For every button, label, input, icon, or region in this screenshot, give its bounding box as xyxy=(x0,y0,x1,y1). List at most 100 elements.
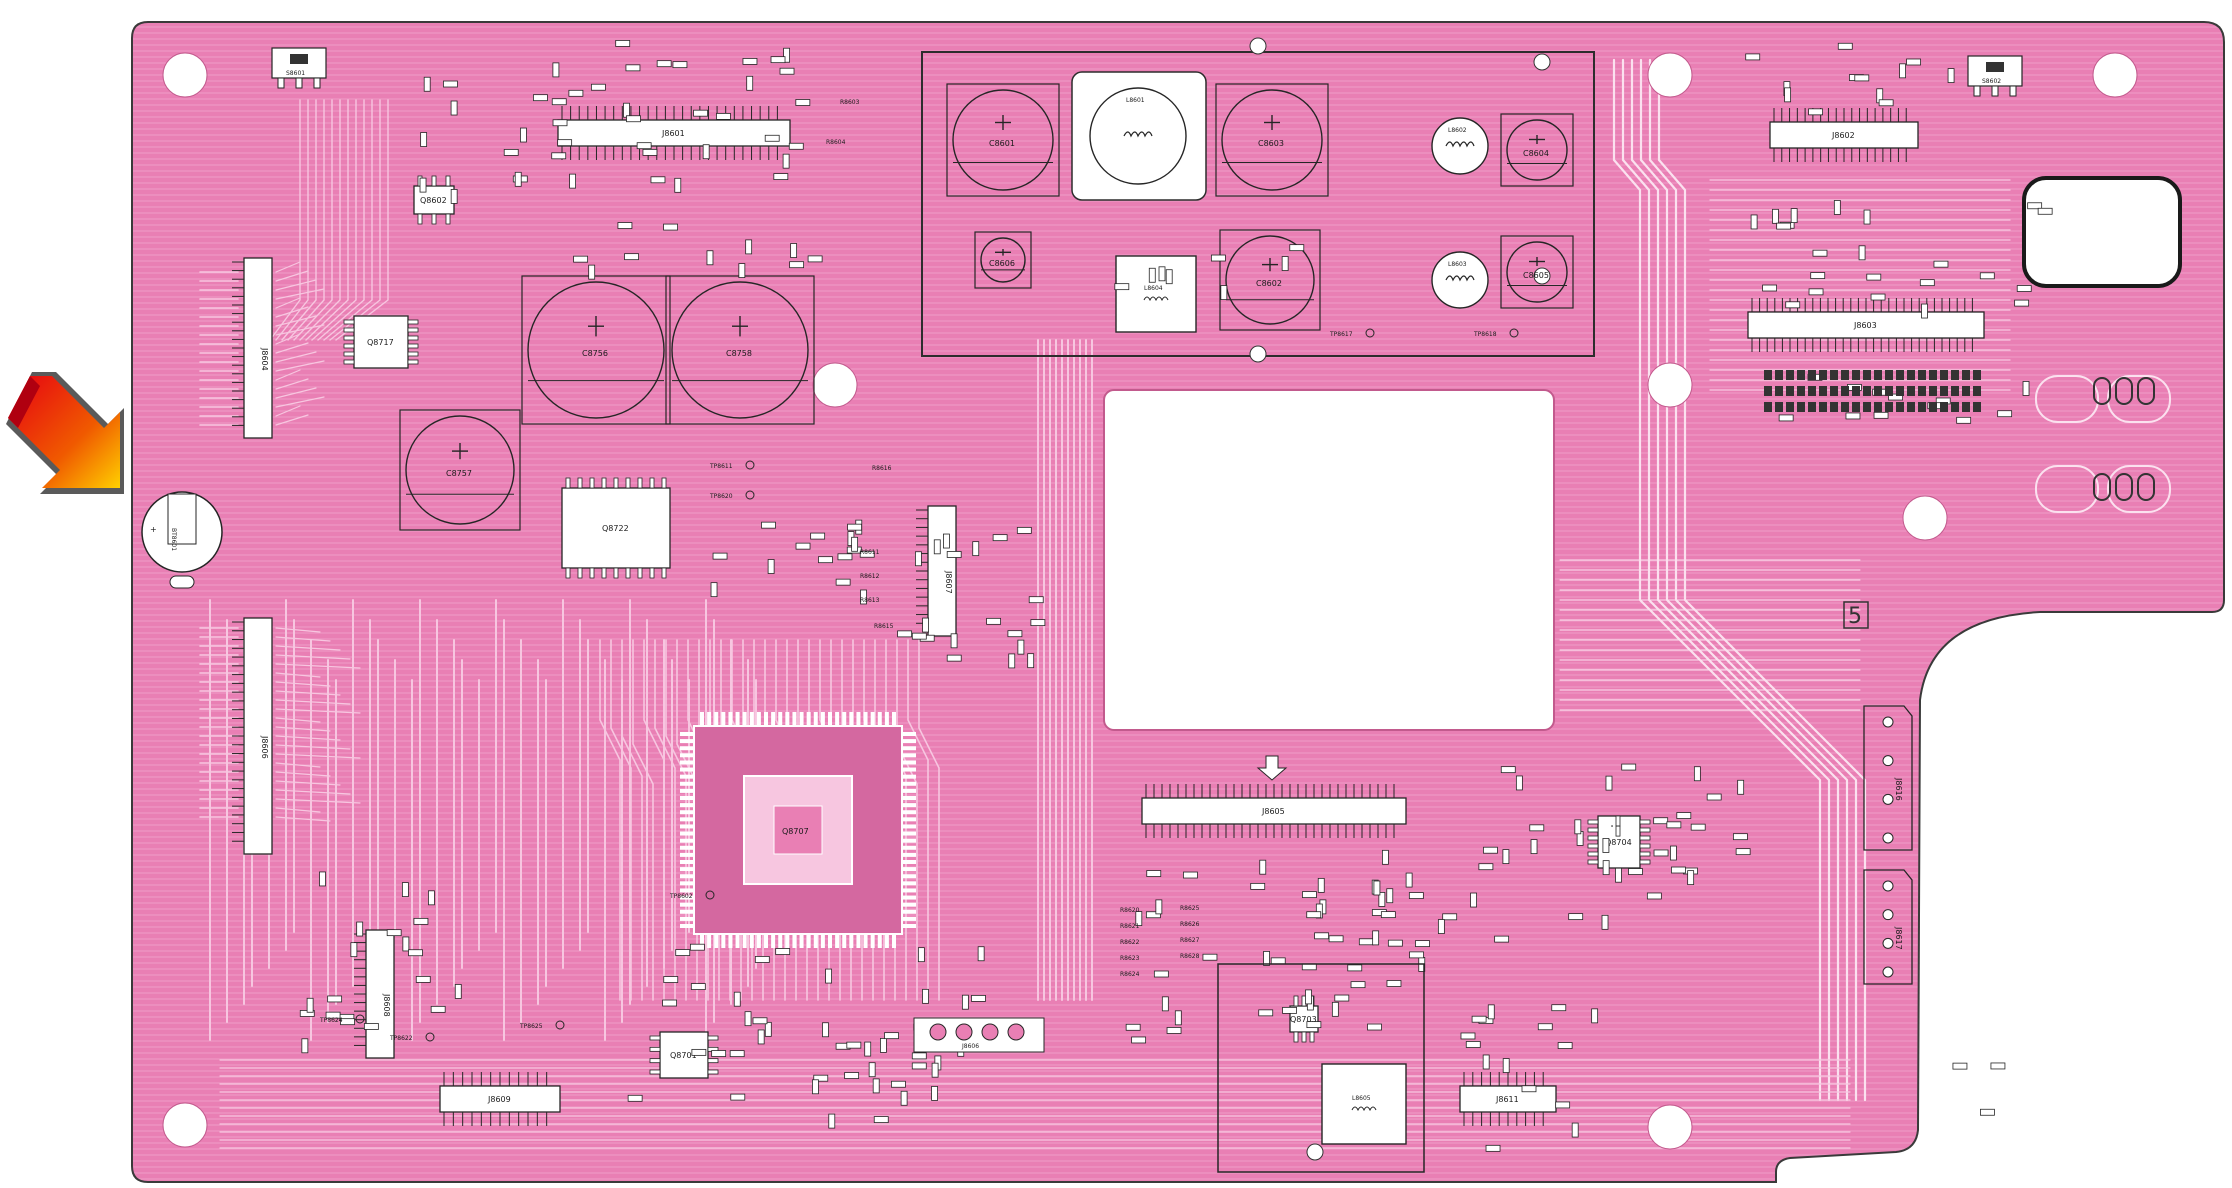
passive-component xyxy=(1290,245,1304,251)
switch-pin xyxy=(278,78,284,88)
passive-component xyxy=(618,223,632,229)
passive-component xyxy=(1175,1011,1181,1025)
passive-component xyxy=(852,537,858,551)
ic-pin xyxy=(344,336,354,340)
component-label: TP8620 xyxy=(709,493,733,500)
ic-pin xyxy=(1616,816,1620,826)
passive-component xyxy=(1733,834,1747,840)
cpu-pin xyxy=(807,934,811,948)
inductor: L8604 xyxy=(1116,256,1196,332)
cpu-pin xyxy=(680,888,694,892)
component-label: R8627 xyxy=(1180,937,1200,944)
ic-pin xyxy=(626,478,630,488)
cpu-pin xyxy=(828,934,832,948)
connector-pad xyxy=(1883,833,1893,843)
capacitor-array xyxy=(1852,386,1860,396)
passive-component xyxy=(1874,412,1888,418)
capacitor-array xyxy=(1874,386,1882,396)
passive-component xyxy=(307,998,313,1012)
passive-component xyxy=(1271,958,1285,964)
capacitor-array xyxy=(1775,402,1783,412)
component-label: C8603 xyxy=(1258,139,1284,148)
cpu-pin xyxy=(902,853,916,857)
via-hole xyxy=(1250,38,1266,54)
passive-component xyxy=(1415,941,1429,947)
cpu-pin xyxy=(902,732,916,736)
component-label: L8603 xyxy=(1448,261,1467,268)
passive-component xyxy=(1479,864,1493,870)
component-label: Q8722 xyxy=(602,524,629,533)
passive-component xyxy=(1809,289,1823,295)
cpu-pin xyxy=(828,712,832,726)
cpu-pin xyxy=(842,712,846,726)
component-label: TP8625 xyxy=(519,1023,543,1030)
component-label: TP8611 xyxy=(709,463,733,470)
cpu-pin xyxy=(680,824,694,828)
passive-component xyxy=(1785,88,1791,102)
mounting-hole xyxy=(1648,363,1692,407)
component-label: R8613 xyxy=(860,597,880,604)
passive-component xyxy=(664,977,678,983)
inductor: L8601 xyxy=(1090,88,1186,184)
component-label: J8607 xyxy=(944,570,953,594)
component-label: J8604 xyxy=(260,347,269,371)
cpu-pin xyxy=(902,782,916,786)
cpu-pin xyxy=(864,934,868,948)
ic-pin xyxy=(408,360,418,364)
passive-component xyxy=(1920,280,1934,286)
cpu-pin xyxy=(800,712,804,726)
passive-component xyxy=(711,583,717,597)
passive-component xyxy=(1736,849,1750,855)
integrated-circuit: Q8701 xyxy=(650,1032,718,1078)
component-label: R8603 xyxy=(840,99,860,106)
component-label: J8606 xyxy=(260,735,269,759)
passive-component xyxy=(637,143,651,149)
ic-pin xyxy=(432,214,436,224)
passive-component xyxy=(1283,1007,1297,1013)
cpu-pin xyxy=(736,712,740,726)
passive-component xyxy=(1307,1022,1321,1028)
mounting-hole xyxy=(1648,53,1692,97)
cpu-pin xyxy=(680,732,694,736)
passive-component xyxy=(443,81,457,87)
passive-component xyxy=(1115,284,1129,290)
mounting-hole xyxy=(163,53,207,97)
cpu-pin xyxy=(902,739,916,743)
connector-pad xyxy=(1883,794,1893,804)
capacitor-array xyxy=(1841,386,1849,396)
cpu-pin xyxy=(680,775,694,779)
passive-component xyxy=(1461,1033,1475,1039)
passive-component xyxy=(791,244,797,258)
passive-component xyxy=(765,135,779,141)
passive-component xyxy=(2023,381,2029,395)
component-label: R8616 xyxy=(872,465,892,472)
passive-component xyxy=(1603,838,1609,852)
passive-component xyxy=(1647,893,1661,899)
capacitor-array xyxy=(1764,402,1772,412)
cpu-pin xyxy=(680,832,694,836)
capacitor-array xyxy=(1808,370,1816,380)
passive-component xyxy=(838,554,852,560)
connector-pad xyxy=(1883,938,1893,948)
cpu-pin xyxy=(821,934,825,948)
component-label: Q8707 xyxy=(782,827,809,836)
capacitor-array xyxy=(1962,386,1970,396)
passive-component xyxy=(1387,980,1401,986)
ic-pin xyxy=(650,1070,660,1074)
switch-pin xyxy=(2010,86,2016,96)
passive-component xyxy=(730,1051,744,1057)
component-label: R8623 xyxy=(1120,955,1140,962)
passive-component xyxy=(947,551,961,557)
passive-component xyxy=(1332,1002,1338,1016)
component-label: J8617 xyxy=(1894,926,1903,950)
ic-pin xyxy=(1588,828,1598,832)
capacitor-array xyxy=(1929,402,1937,412)
passive-component xyxy=(341,1019,355,1025)
passive-component xyxy=(912,1063,926,1069)
cpu-pin xyxy=(902,775,916,779)
passive-component xyxy=(320,872,326,886)
component-label: R8615 xyxy=(874,623,894,630)
passive-component xyxy=(901,1091,907,1105)
cpu-pin xyxy=(680,746,694,750)
ic-pin xyxy=(446,176,450,186)
